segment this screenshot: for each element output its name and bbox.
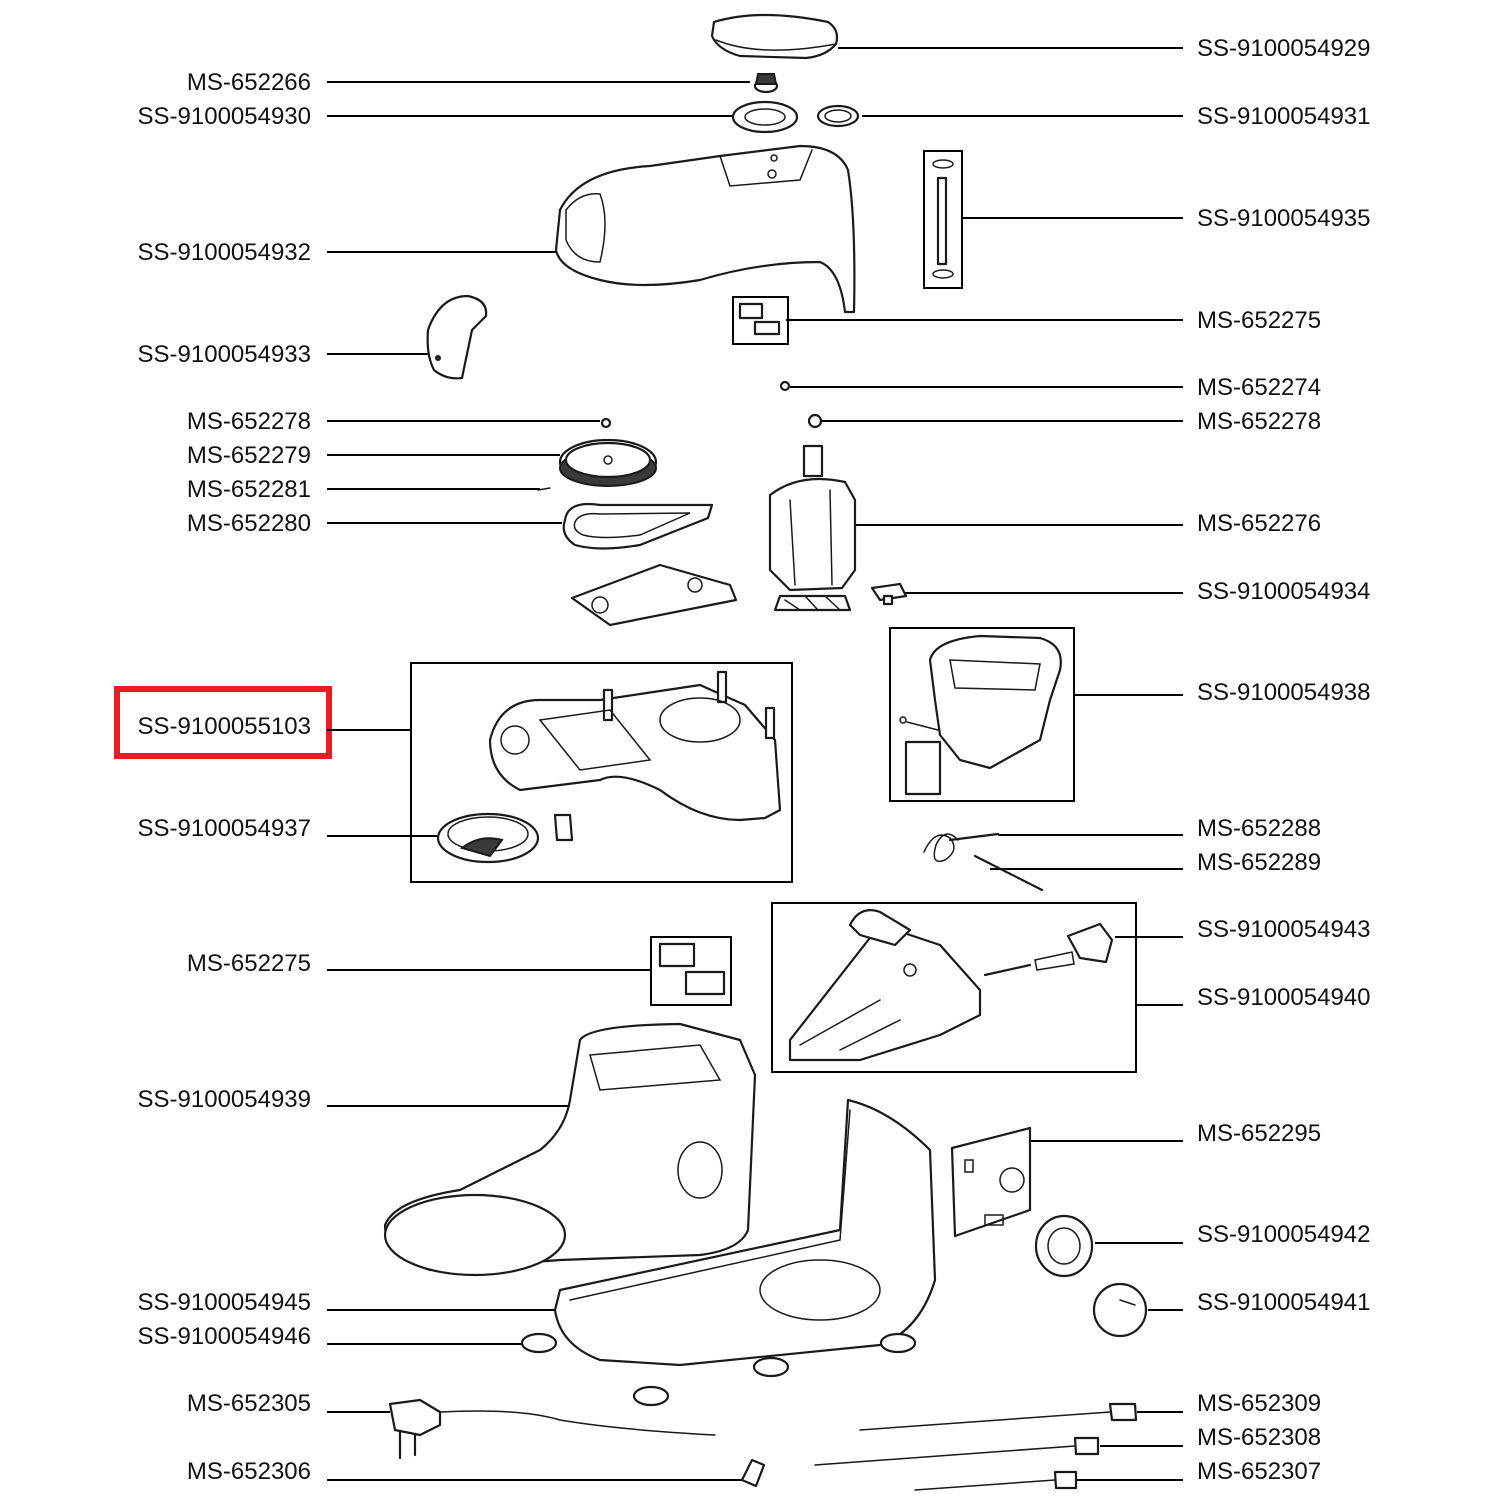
bowl-lid-part [436, 812, 540, 864]
motor-part [768, 444, 857, 612]
right-callout-labels: SS-9100054929 SS-9100054931 SS-910005493… [1197, 35, 1370, 1485]
group-boxes [410, 150, 1137, 1073]
spring-and-pin-parts [923, 832, 1044, 892]
callout-label-ms-652305[interactable]: MS-652305 [187, 1390, 311, 1417]
callout-label-ms-652278-left[interactable]: MS-652278 [187, 408, 311, 435]
callout-label-ss-9100054945[interactable]: SS-9100054945 [138, 1289, 311, 1316]
callout-label-ss-9100054946[interactable]: SS-9100054946 [138, 1323, 311, 1350]
main-body-part [383, 1022, 757, 1277]
clip-part [870, 582, 908, 606]
callout-label-ms-652308[interactable]: MS-652308 [1197, 1424, 1321, 1451]
internal-wire-parts [814, 1402, 1138, 1491]
callout-label-ss-9100054934[interactable]: SS-9100054934 [1197, 578, 1370, 605]
callout-label-ss-9100054932[interactable]: SS-9100054932 [138, 239, 311, 266]
small-knob-part [753, 73, 779, 94]
callout-label-ms-652275-left[interactable]: MS-652275 [187, 950, 311, 977]
gear-part [558, 438, 658, 487]
callout-label-ss-9100054933[interactable]: SS-9100054933 [138, 341, 311, 368]
left-callout-labels: MS-652266 SS-9100054930 SS-9100054932 SS… [138, 69, 311, 1485]
callout-label-ms-652266[interactable]: MS-652266 [187, 69, 311, 96]
base-bottom-part [553, 1098, 937, 1367]
callout-label-ss-9100055103[interactable]: SS-9100055103 [138, 713, 311, 740]
rubber-feet-parts [520, 1332, 917, 1407]
callout-label-ss-9100054939[interactable]: SS-9100054939 [138, 1086, 311, 1113]
mounting-plate-part [570, 563, 738, 627]
callout-label-ss-9100054937[interactable]: SS-9100054937 [138, 815, 311, 842]
seal-ring-parts [731, 100, 860, 134]
callout-label-ms-652278-right[interactable]: MS-652278 [1197, 408, 1321, 435]
callout-label-ms-652307[interactable]: MS-652307 [1197, 1458, 1321, 1485]
callout-label-ss-9100054942[interactable]: SS-9100054942 [1197, 1221, 1370, 1248]
side-cover-part [426, 294, 488, 380]
callout-label-ss-9100054929[interactable]: SS-9100054929 [1197, 35, 1370, 62]
callout-label-ss-9100054941[interactable]: SS-9100054941 [1197, 1289, 1370, 1316]
leader-lines [327, 47, 1183, 1481]
callout-label-ss-9100054935[interactable]: SS-9100054935 [1197, 205, 1370, 232]
lift-arm-part [788, 909, 1114, 1062]
callout-label-ms-652295[interactable]: MS-652295 [1197, 1120, 1321, 1147]
cable-connector-part [740, 1458, 766, 1488]
callout-label-ms-652281[interactable]: MS-652281 [187, 476, 311, 503]
base-frame-part [899, 634, 1062, 796]
screw-parts [537, 380, 823, 491]
callout-label-ms-652306[interactable]: MS-652306 [187, 1458, 311, 1485]
callout-label-ms-652274[interactable]: MS-652274 [1197, 374, 1321, 401]
callout-label-ms-652276[interactable]: MS-652276 [1197, 510, 1321, 537]
top-cover-part [710, 13, 839, 60]
rod-part [932, 159, 954, 279]
speed-dial-ring-part [1034, 1214, 1094, 1278]
callout-label-ss-9100054940[interactable]: SS-9100054940 [1197, 984, 1370, 1011]
highlight-box [114, 686, 332, 759]
callout-label-ms-652309[interactable]: MS-652309 [1197, 1390, 1321, 1417]
callout-label-ms-652279[interactable]: MS-652279 [187, 442, 311, 469]
callout-label-ss-9100054943[interactable]: SS-9100054943 [1197, 916, 1370, 943]
callout-label-ms-652288[interactable]: MS-652288 [1197, 815, 1321, 842]
gearbox-housing-part [488, 670, 782, 842]
power-cord-part [388, 1398, 716, 1460]
microswitch-top-part [738, 302, 781, 336]
callout-label-ms-652280[interactable]: MS-652280 [187, 510, 311, 537]
drive-belt-part [562, 502, 714, 550]
upper-housing-part [554, 144, 856, 314]
callout-label-ss-9100054931[interactable]: SS-9100054931 [1197, 103, 1370, 130]
control-board-part [950, 1126, 1032, 1238]
callout-label-ms-652289[interactable]: MS-652289 [1197, 849, 1321, 876]
callout-label-ss-9100054930[interactable]: SS-9100054930 [138, 103, 311, 130]
microswitch-middle-part [658, 942, 726, 996]
callout-label-ms-652275-right[interactable]: MS-652275 [1197, 307, 1321, 334]
speed-knob-part [1092, 1282, 1148, 1338]
callout-label-ss-9100054938[interactable]: SS-9100054938 [1197, 679, 1370, 706]
